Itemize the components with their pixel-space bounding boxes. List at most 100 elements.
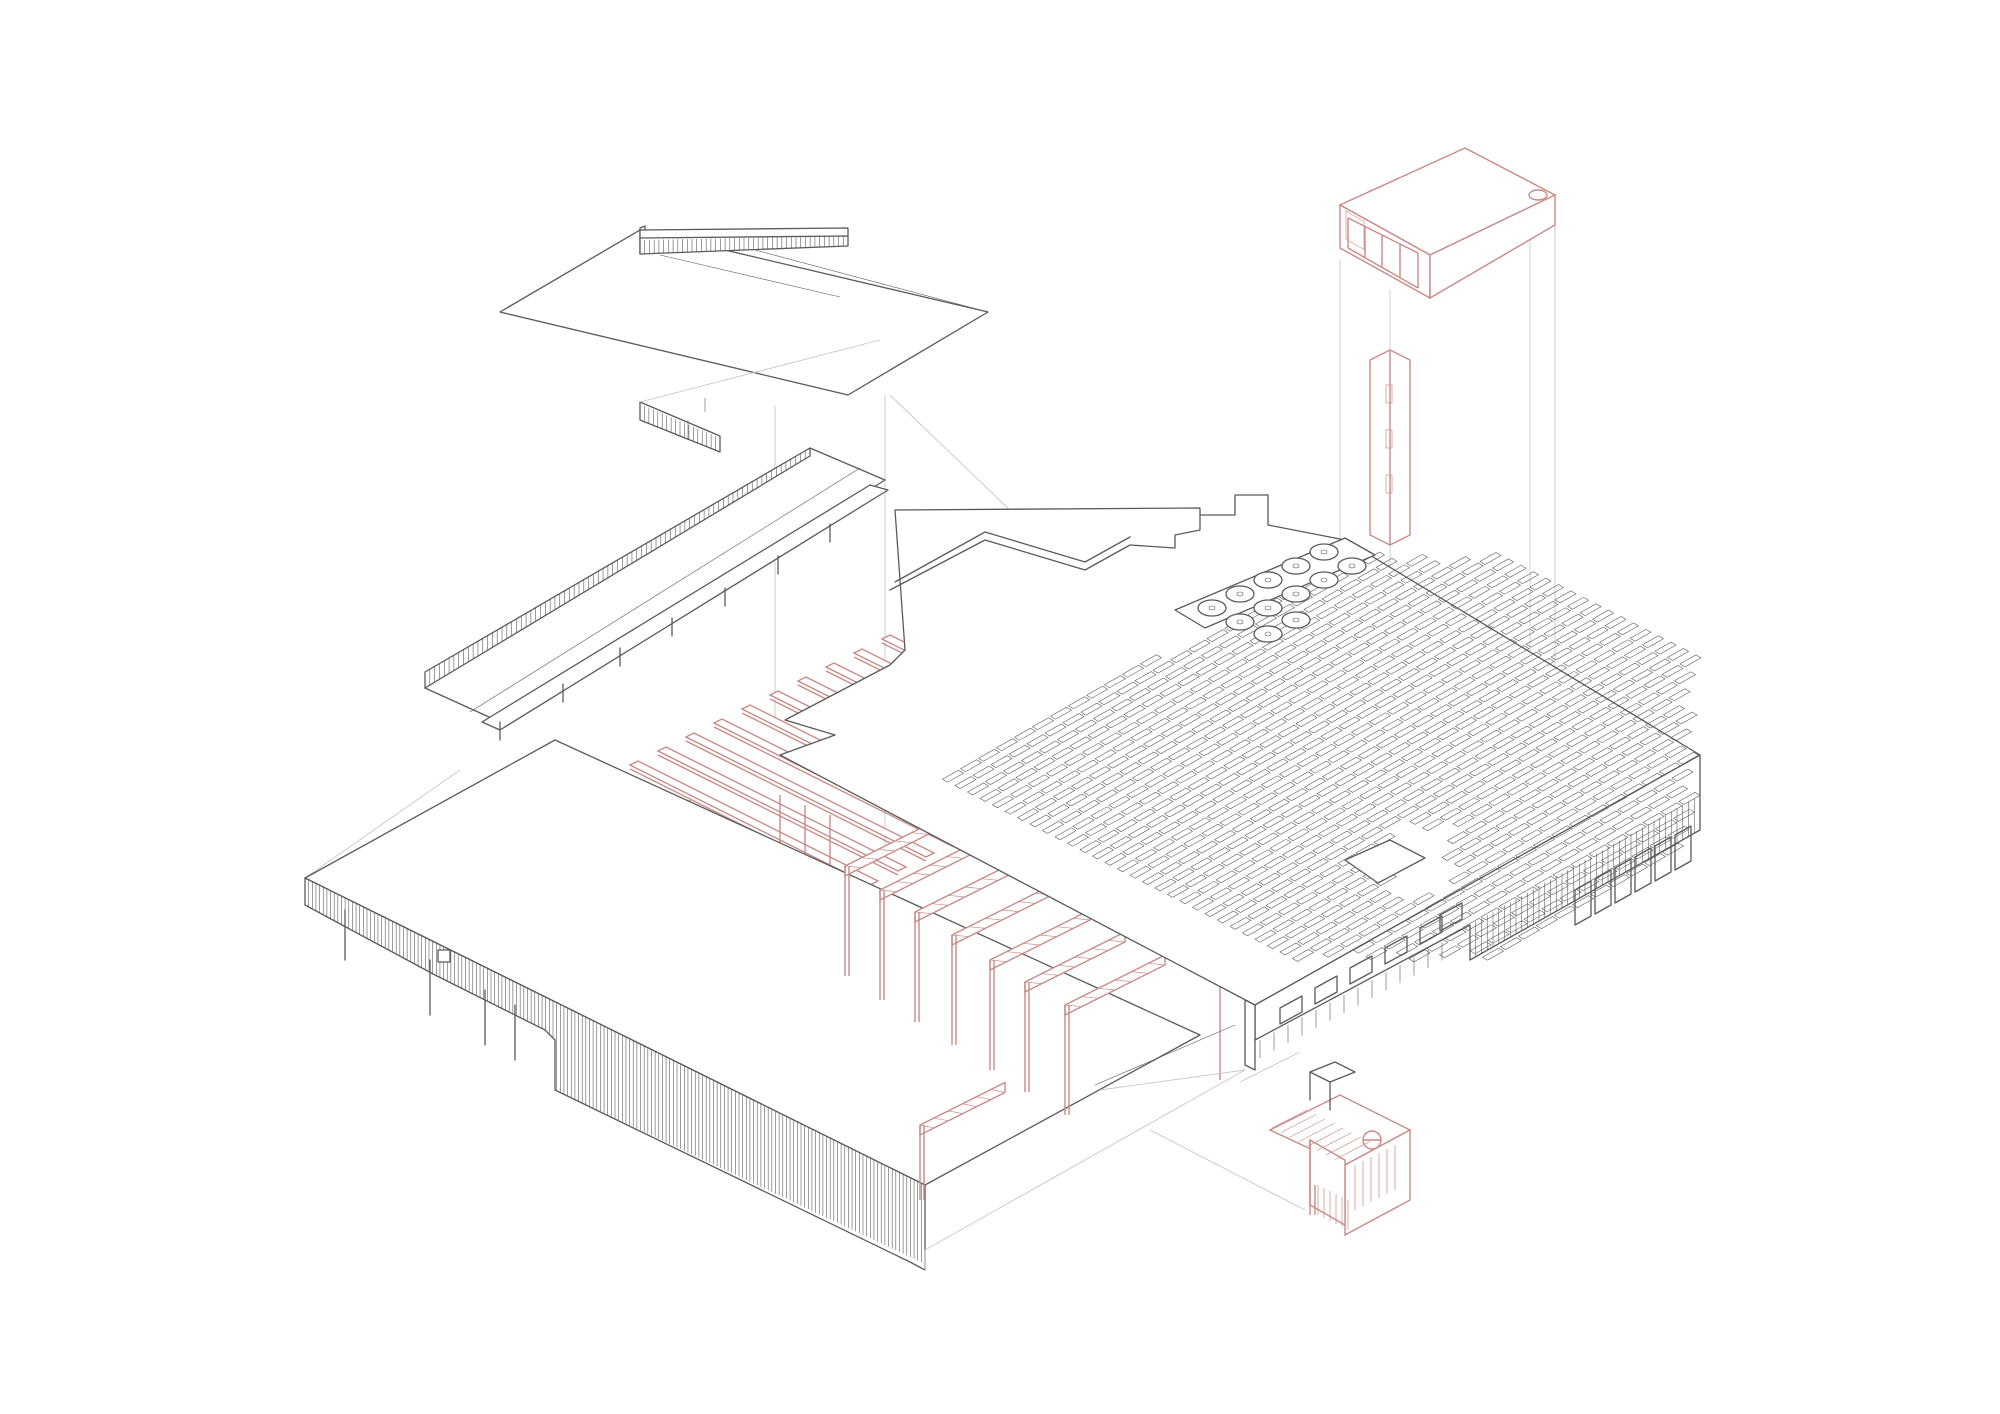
pv-panel	[1142, 734, 1166, 748]
pv-panel	[1469, 941, 1492, 955]
pv-panel	[1180, 753, 1203, 767]
pv-panel	[1451, 636, 1475, 650]
pv-panel	[1442, 710, 1465, 724]
truss-web	[861, 857, 879, 860]
pv-panel	[1506, 782, 1529, 796]
pv-panel	[1290, 908, 1313, 922]
pv-panel	[1410, 674, 1433, 688]
pv-panel	[1431, 744, 1454, 758]
pv-panel	[1494, 638, 1518, 652]
pv-panel	[1159, 684, 1182, 697]
pv-panel	[959, 759, 983, 773]
pv-panel	[1299, 657, 1322, 670]
pv-panel	[1486, 575, 1509, 589]
pv-panel	[1653, 779, 1676, 792]
pv-panel	[1425, 761, 1449, 775]
pv-panel	[1564, 871, 1588, 885]
pv-panel	[1509, 863, 1532, 876]
pv-panel	[1206, 629, 1229, 642]
pv-panel	[1340, 619, 1364, 632]
pv-panel	[1257, 695, 1281, 708]
pv-panel	[1407, 594, 1430, 607]
pv-panel	[1605, 656, 1629, 670]
pv-panel	[1383, 936, 1406, 950]
pv-panel	[1400, 570, 1423, 584]
pv-panel	[1471, 666, 1494, 680]
pv-panel	[1496, 856, 1520, 870]
pv-panel	[1417, 697, 1440, 711]
pv-panel	[1184, 696, 1207, 710]
pv-panel	[1049, 706, 1073, 720]
pv-panel	[1499, 759, 1522, 773]
pv-panel	[1351, 900, 1374, 914]
pv-panel	[1469, 626, 1493, 639]
pv-panel	[1158, 821, 1181, 835]
pv-panel	[1292, 633, 1315, 647]
pv-panel	[1407, 771, 1431, 785]
pv-panel	[1299, 834, 1323, 848]
pv-panel	[1216, 910, 1240, 924]
pv-panel	[1527, 852, 1550, 866]
pv-panel	[1672, 808, 1696, 822]
pv-panel	[1629, 628, 1652, 642]
pv-panel	[1359, 786, 1382, 800]
pv-panel	[1302, 915, 1326, 928]
pv-panel	[1457, 619, 1480, 633]
pv-panel	[1205, 766, 1228, 780]
pv-panel	[1389, 604, 1412, 618]
pv-panel	[1087, 726, 1110, 739]
pv-panel	[1457, 797, 1481, 811]
pavilion-glazing	[1317, 1145, 1396, 1230]
pv-panel	[1378, 638, 1401, 652]
pv-panel	[1370, 930, 1394, 944]
truss-web	[976, 1096, 991, 1100]
pv-panel	[1514, 846, 1538, 860]
pv-panel	[1575, 838, 1599, 851]
pv-panel	[1324, 847, 1348, 861]
pv-panel	[1276, 862, 1299, 875]
pv-panel	[1401, 926, 1424, 939]
pv-panel	[1419, 915, 1442, 929]
pv-panel	[1367, 672, 1390, 685]
pv-panel	[1154, 878, 1177, 892]
pv-panel	[1346, 602, 1369, 616]
pv-panel	[1414, 795, 1438, 808]
tower-windows	[1345, 210, 1365, 251]
pv-panel	[1392, 685, 1415, 698]
pv-panel	[1493, 598, 1516, 612]
pv-panel	[1604, 616, 1627, 629]
truss-web	[981, 878, 999, 881]
pv-panel	[1195, 840, 1219, 854]
pv-panel	[1084, 823, 1108, 837]
pv-panel	[1361, 689, 1385, 702]
pv-panel	[1603, 753, 1626, 767]
pv-panel	[1252, 889, 1276, 903]
pv-panel	[1420, 778, 1443, 791]
pv-panel	[1347, 642, 1371, 656]
pv-panel	[1499, 937, 1523, 950]
pv-panel	[1013, 727, 1037, 741]
truss-web	[951, 934, 969, 938]
pv-panel	[1288, 868, 1312, 882]
pv-panel	[1597, 770, 1621, 784]
pv-panel	[1580, 643, 1604, 657]
pv-panel	[1197, 880, 1220, 894]
pv-panel	[1536, 778, 1560, 792]
pv-panel	[1066, 833, 1090, 847]
pv-panel	[1274, 644, 1297, 658]
roof-canopy-long	[424, 447, 889, 741]
pv-panel	[1275, 684, 1299, 698]
pv-panel	[1317, 646, 1340, 660]
pv-panel	[1163, 804, 1187, 818]
pv-panel	[990, 755, 1013, 768]
pv-panel	[1432, 784, 1456, 798]
pv-panel	[1590, 747, 1614, 760]
pv-panel	[1356, 883, 1380, 897]
pv-panel	[1632, 709, 1655, 723]
pv-panel	[1454, 717, 1478, 730]
pv-panel	[1643, 853, 1667, 866]
pv-panel	[1312, 841, 1335, 854]
pv-panel	[1282, 707, 1306, 721]
pv-panel	[1543, 802, 1567, 815]
pv-panel	[1281, 667, 1304, 681]
